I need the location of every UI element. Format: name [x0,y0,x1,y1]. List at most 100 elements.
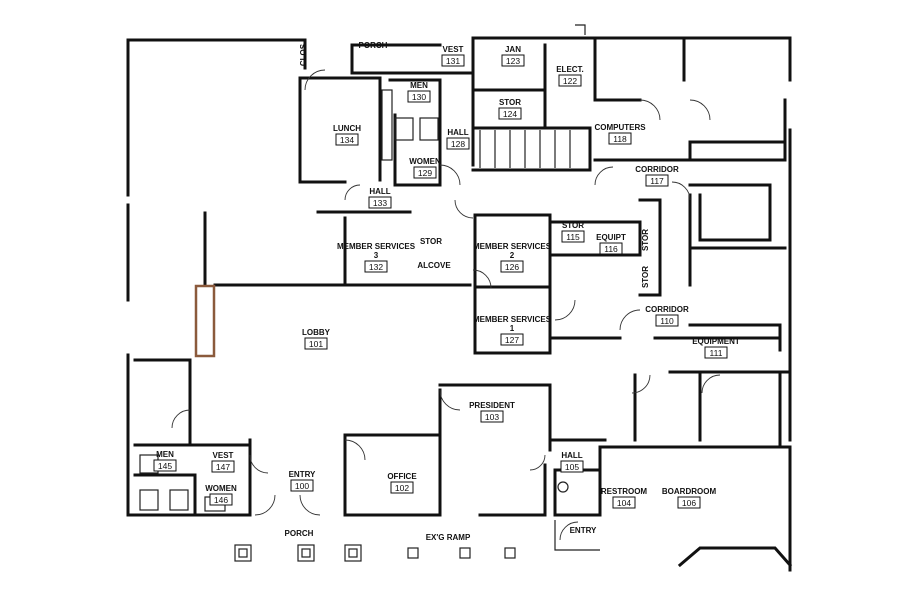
room-number: 145 [158,461,172,471]
room-name: LUNCH [333,124,361,133]
room-number-box [364,260,388,273]
room-number: 115 [566,232,580,242]
room-number: 146 [214,495,228,505]
room-stor-124: STOR 124 [498,98,522,120]
room-office-102: OFFICE 102 [387,472,417,494]
room-name: HALL [561,451,582,460]
room-name: WOMEN [205,484,237,493]
room-name-line2: 3 [374,251,379,260]
room-name: MEN [156,450,174,459]
room-number: 103 [485,412,499,422]
room-number-box [560,460,584,473]
room-lunch-134: LUNCH 134 [333,124,361,146]
room-jan-123: JAN 123 [501,45,525,67]
room-entry-bottom: ENTRY [570,526,597,535]
room-name: JAN [505,45,521,54]
room-name: HALL [369,187,390,196]
room-name: VEST [213,451,234,460]
room-number: 147 [216,462,230,472]
room-number: 101 [309,339,323,349]
room-name: MEMBER SERVICES [473,242,552,251]
room-porch-top: PORCH [359,41,388,50]
room-name: ENTRY [570,526,597,535]
room-name: CLOS [299,43,308,66]
room-number: 122 [563,76,577,86]
room-name-line2: 2 [510,251,515,260]
room-number: 105 [565,462,579,472]
room-name: HALL [447,128,468,137]
room-stor-115: STOR 115 [561,221,585,243]
room-number-box [290,479,314,492]
room-alcove: ALCOVE [417,261,451,270]
room-number: 123 [506,56,520,66]
room-name: ENTRY [289,470,316,479]
room-number-box [498,107,522,120]
room-number-box [608,132,632,145]
room-name: PORCH [285,529,314,538]
room-porch-bottom: PORCH [285,529,314,538]
room-name: STOR [562,221,584,230]
room-name: ELECT. [556,65,584,74]
room-number-box [153,459,177,472]
room-name: BOARDROOM [662,487,717,496]
room-number: 126 [505,262,519,272]
room-number: 110 [660,316,674,326]
room-number-box [645,174,669,187]
walls [126,36,793,572]
room-name: STOR [641,266,650,288]
room-number-box [368,196,392,209]
room-number-box [209,493,233,506]
room-name: MEMBER SERVICES [473,315,552,324]
room-name: LOBBY [302,328,331,337]
room-lobby-101: LOBBY 101 [302,328,331,350]
room-vest-147: VEST 147 [211,451,235,473]
room-hall-105: HALL 105 [560,451,584,473]
room-name: RESTROOM [601,487,648,496]
room-number-box [561,230,585,243]
room-number-box [480,410,504,423]
room-name: WOMEN [409,157,441,166]
room-number: 124 [503,109,517,119]
highlighted-column [194,284,216,358]
room-women-146: WOMEN 146 [205,484,237,506]
room-name-line2: 1 [510,324,515,333]
room-name: STOR [499,98,521,107]
room-number-box [704,346,728,359]
room-number: 131 [446,56,460,66]
room-name: OFFICE [387,472,417,481]
room-number-box [558,74,582,87]
room-exg-ramp: EX'G RAMP [426,533,471,542]
room-number: 100 [295,481,309,491]
room-stor-alcove: STOR [420,237,442,246]
room-name: ALCOVE [417,261,451,270]
room-name: STOR [641,229,650,251]
room-number: 127 [505,335,519,345]
room-number-box [677,496,701,509]
room-number-box [390,481,414,494]
room-number: 129 [418,168,432,178]
room-number-box [500,260,524,273]
details [139,24,721,562]
room-number-box [211,460,235,473]
room-number: 102 [395,483,409,493]
room-number: 134 [340,135,354,145]
room-number-box [335,133,359,146]
room-name: CORRIDOR [635,165,679,174]
room-name: PORCH [359,41,388,50]
room-number-box [500,333,524,346]
room-women-129: WOMEN 129 [409,157,441,179]
room-number: 116 [604,244,618,254]
room-number-box [599,242,623,255]
